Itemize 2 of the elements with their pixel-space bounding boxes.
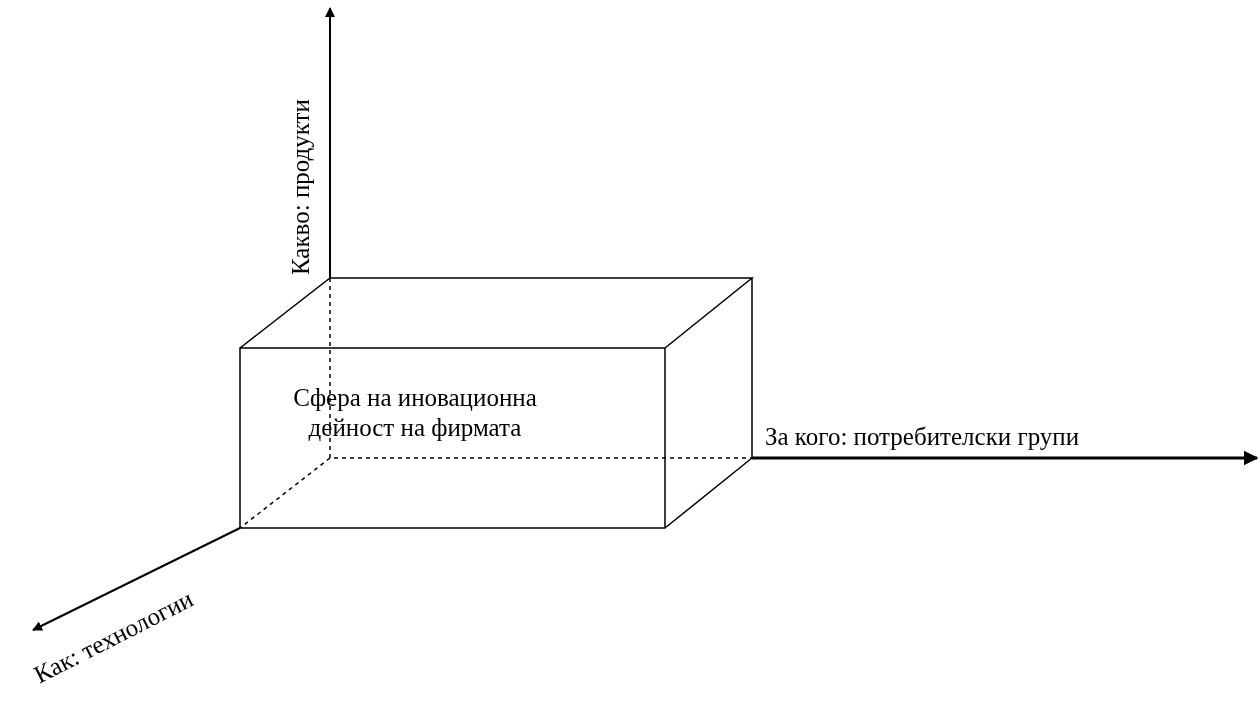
box-label: Сфера на иновационна дейност на фирмата	[292, 383, 538, 443]
axis-label: Какво: продукти	[288, 99, 313, 275]
